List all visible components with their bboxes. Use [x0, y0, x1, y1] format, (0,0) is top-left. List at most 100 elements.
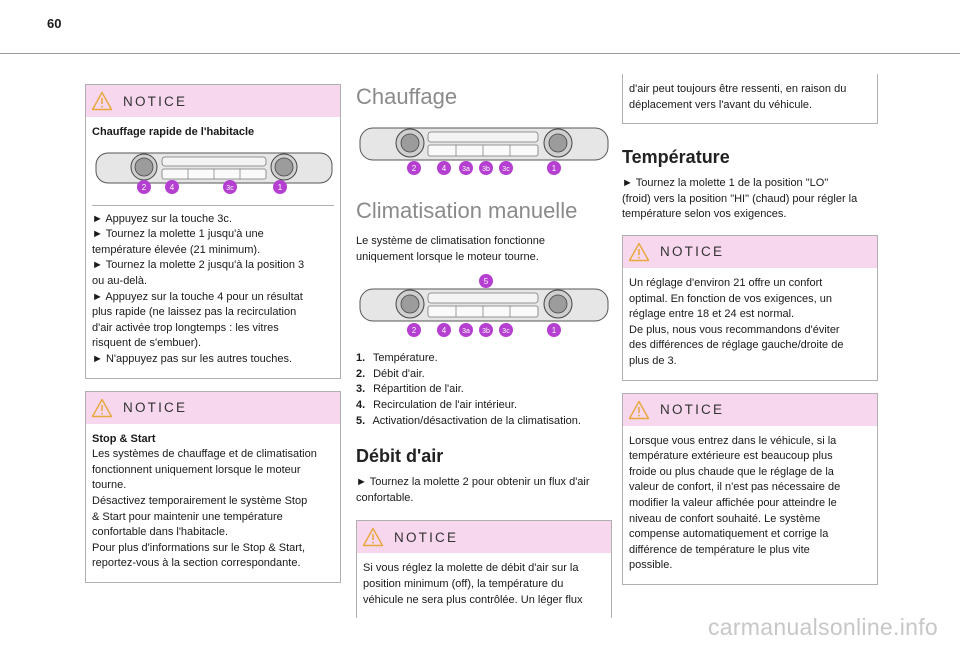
- list-item: 5. Activation/désactivation de la climat…: [356, 414, 612, 430]
- control-panel-illustration: 2 4 3c 1: [95, 152, 333, 194]
- notice-body: d'air peut toujours être ressenti, en ra…: [623, 74, 877, 123]
- aircon-panel-illustration: 5 2 4 3a 3b 3c 1: [359, 274, 609, 338]
- text-line: froide ou plus chaude que le réglage de …: [629, 465, 834, 478]
- callout-4: 4: [165, 179, 179, 194]
- text-line: température selon vos exigences.: [622, 208, 787, 221]
- callout-label: 4: [442, 326, 447, 335]
- text-line: risquent de s'embuer).: [92, 337, 202, 350]
- callout-3a: 3a: [459, 323, 473, 338]
- watermark: carmanualsonline.info: [707, 614, 938, 640]
- text-line: température élevée (21 minimum).: [92, 243, 261, 256]
- top-divider: [0, 53, 960, 54]
- callout-label: 3c: [226, 185, 234, 192]
- text-line: ► N'appuyez pas sur les autres touches.: [92, 352, 293, 365]
- section-title-temperature: Température: [622, 147, 730, 168]
- callout-label: 3b: [482, 328, 490, 335]
- callout-label: 3c: [502, 166, 510, 173]
- text-line: possible.: [629, 559, 673, 572]
- text-line: & Start pour maintenir une température: [92, 510, 283, 523]
- warning-triangle-icon: [628, 400, 650, 420]
- callout-3c: 3c: [499, 161, 513, 175]
- text-line: plus rapide (ne laissez pas la recircula…: [92, 306, 297, 319]
- notice-body: Lorsque vous entrez dans le véhicule, si…: [623, 426, 877, 584]
- list-text: Répartition de l'air.: [373, 383, 464, 396]
- text-line: différence de température le plus vite: [629, 543, 810, 556]
- text-line: d'air activée trop longtemps : les vitre…: [92, 321, 279, 334]
- page-number: 60: [47, 16, 62, 31]
- heating-panel-illustration: 2 4 3a 3b 3c 1: [359, 127, 609, 175]
- callout-2: 2: [137, 179, 151, 194]
- text-line: position minimum (off), la température d…: [363, 577, 564, 590]
- callout-label: 3c: [502, 328, 510, 335]
- list-number: 4.: [356, 398, 366, 411]
- notice-title: NOTICE: [123, 400, 188, 416]
- notice-title: NOTICE: [660, 402, 725, 418]
- callout-label: 3b: [482, 166, 490, 173]
- text-line: Lorsque vous entrez dans le véhicule, si…: [629, 434, 837, 447]
- notice-title: NOTICE: [123, 93, 188, 109]
- notice-box-quick-heat: NOTICE Chauffage rapide de l'habitacle 2…: [85, 84, 341, 379]
- callout-4: 4: [437, 323, 451, 338]
- text-line: fonctionnent uniquement lorsque le moteu…: [92, 463, 301, 476]
- text-line: ou au-delà.: [92, 274, 148, 287]
- text-line: reportez-vous à la section correspondant…: [92, 557, 301, 570]
- notice-body: Si vous réglez la molette de débit d'air…: [357, 553, 611, 618]
- callout-3c: 3c: [499, 323, 513, 338]
- text-line: confortable dans l'habitacle.: [92, 526, 229, 539]
- control-legend-list: 1. Température. 2. Débit d'air. 3. Répar…: [356, 351, 612, 429]
- notice-header: NOTICE: [86, 391, 340, 424]
- debit-text: ► Tournez la molette 2 pour obtenir un f…: [356, 475, 612, 506]
- notice-title: NOTICE: [394, 529, 459, 545]
- callout-1: 1: [547, 161, 561, 175]
- text-line: Pour plus d'informations sur le Stop & S…: [92, 541, 306, 554]
- text-line: déplacement vers l'avant du véhicule.: [629, 98, 813, 111]
- text-line: valeur de confort, il n'est pas nécessai…: [629, 481, 841, 494]
- notice-box-comfort-setting: NOTICE Un réglage d'environ 21 offre un …: [622, 234, 878, 381]
- text-line: De plus, nous vous recommandons d'éviter: [629, 323, 840, 336]
- list-number: 5.: [356, 414, 366, 427]
- list-text: Température.: [372, 352, 438, 365]
- list-item: 4. Recirculation de l'air intérieur.: [356, 398, 612, 414]
- text-line: modifier la valeur affichée pour atteind…: [629, 496, 837, 509]
- temperature-text: ► Tournez la molette 1 de la position "L…: [622, 176, 878, 223]
- section-title-debit: Débit d'air: [356, 446, 444, 467]
- callout-2: 2: [407, 323, 421, 338]
- warning-triangle-icon: [91, 91, 113, 111]
- text-line: Un réglage d'environ 21 offre un confort: [629, 276, 823, 289]
- text-line: d'air peut toujours être ressenti, en ra…: [629, 83, 847, 95]
- text-line: Si vous réglez la molette de débit d'air…: [363, 562, 579, 575]
- list-text: Débit d'air.: [373, 367, 425, 380]
- callout-label: 2: [412, 164, 417, 173]
- callout-label: 5: [484, 277, 489, 286]
- text-line: Les systèmes de chauffage et de climatis…: [92, 448, 317, 461]
- text-line: optimal. En fonction de vos exigences, u…: [629, 292, 833, 305]
- list-text: Recirculation de l'air intérieur.: [373, 398, 518, 411]
- notice-header: NOTICE: [357, 521, 611, 554]
- notice-header: NOTICE: [86, 85, 340, 117]
- text-line: niveau de confort souhaité. Le système: [629, 512, 821, 525]
- notice-box-debit: NOTICE Si vous réglez la molette de débi…: [356, 520, 612, 619]
- callout-label: 3a: [462, 328, 470, 335]
- text-line: Le système de climatisation fonctionne: [356, 235, 545, 247]
- callout-label: 4: [442, 164, 447, 173]
- notice-lines: ► Appuyez sur la touche 3c. ► Tournez la…: [92, 204, 334, 368]
- text-line: des différences de réglage gauche/droite…: [629, 339, 844, 352]
- notice-box-continued: d'air peut toujours être ressenti, en ra…: [622, 74, 878, 125]
- text-line: ► Appuyez sur la touche 3c.: [92, 212, 232, 225]
- callout-label: 3a: [462, 166, 470, 173]
- callout-4: 4: [437, 161, 451, 175]
- column-middle: Chauffage 2 4 3a 3b 3c 1 Climatisation m…: [356, 84, 612, 619]
- chapter-title-chauffage: Chauffage: [356, 84, 458, 109]
- text-line: réglage entre 18 et 24 est normal.: [629, 308, 795, 321]
- callout-label: 4: [170, 183, 175, 192]
- text-line: ► Tournez la molette 1 de la position "L…: [622, 177, 829, 190]
- warning-triangle-icon: [91, 398, 113, 418]
- notice-title: NOTICE: [660, 244, 725, 260]
- notice-box-stop-start: NOTICE Stop & Start Les systèmes de chau…: [85, 390, 341, 583]
- text-line: tourne.: [92, 479, 127, 492]
- warning-triangle-icon: [362, 527, 384, 547]
- text-line: ► Tournez la molette 2 pour obtenir un f…: [356, 476, 590, 489]
- notice-subtitle: Chauffage rapide de l'habitacle: [92, 126, 255, 138]
- callout-2: 2: [407, 161, 421, 175]
- callout-label: 1: [552, 326, 557, 335]
